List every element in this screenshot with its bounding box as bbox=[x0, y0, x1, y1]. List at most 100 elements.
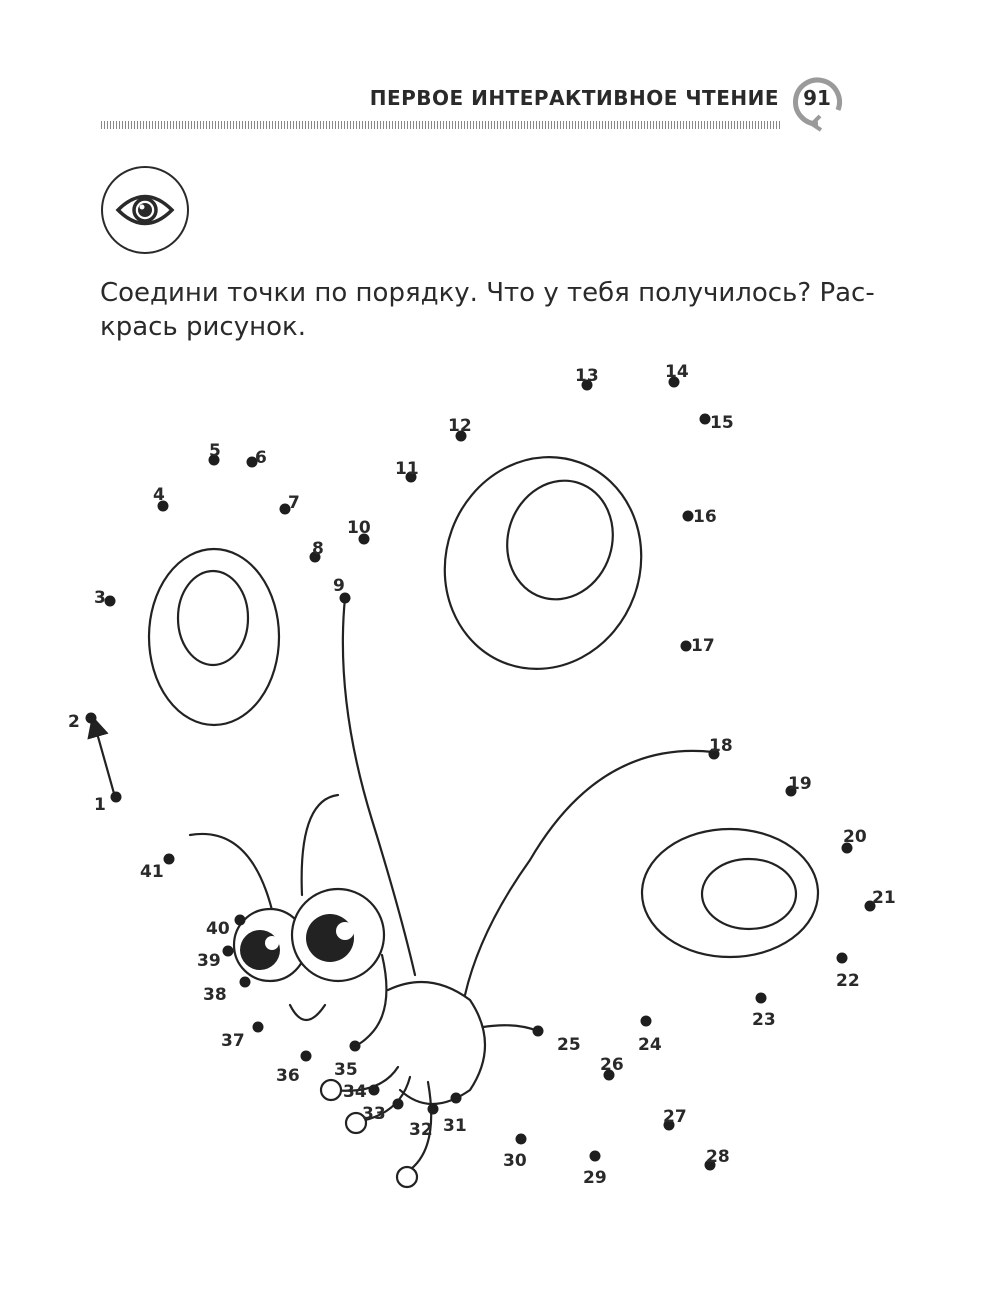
butterfly-body bbox=[386, 980, 486, 1106]
puzzle-dot-label-8: 8 bbox=[312, 539, 324, 559]
puzzle-dot-label-1: 1 bbox=[94, 795, 106, 815]
puzzle-dot-12 bbox=[455, 430, 467, 442]
page-number: 91 bbox=[803, 86, 831, 110]
puzzle-dot-39 bbox=[222, 945, 234, 957]
puzzle-dot-25 bbox=[532, 1025, 544, 1037]
puzzle-dot-label-36: 36 bbox=[276, 1066, 300, 1086]
page-number-refresh-icon bbox=[793, 77, 842, 132]
puzzle-dot-label-5: 5 bbox=[209, 441, 221, 461]
running-head-title: ПЕРВОЕ ИНТЕРАКТИВНОЕ ЧТЕНИЕ bbox=[369, 86, 779, 110]
puzzle-dot-label-14: 14 bbox=[665, 362, 689, 382]
puzzle-dot-3 bbox=[104, 595, 116, 607]
puzzle-dot-label-7: 7 bbox=[288, 493, 300, 513]
lower-wing-spot-inner bbox=[700, 857, 798, 931]
puzzle-dot-31 bbox=[450, 1092, 462, 1104]
puzzle-dot-22 bbox=[836, 952, 848, 964]
upper-wing-spot-outer bbox=[443, 456, 643, 670]
instruction-line-1: Соедини точки по порядку. Что у тебя пол… bbox=[100, 278, 875, 308]
puzzle-dot-28 bbox=[704, 1159, 716, 1171]
puzzle-dot-label-2: 2 bbox=[68, 712, 80, 732]
puzzle-dot-label-24: 24 bbox=[638, 1035, 662, 1055]
puzzle-dot-29 bbox=[589, 1150, 601, 1162]
puzzle-dot-30 bbox=[515, 1133, 527, 1145]
right-pupil-highlight bbox=[336, 922, 354, 940]
puzzle-dot-24 bbox=[640, 1015, 652, 1027]
puzzle-dot-label-16: 16 bbox=[693, 507, 717, 527]
leg-2-foot bbox=[344, 1111, 368, 1135]
puzzle-dot-19 bbox=[785, 785, 797, 797]
puzzle-dot-32 bbox=[427, 1103, 439, 1115]
puzzle-dot-label-29: 29 bbox=[583, 1168, 607, 1188]
antenna-left bbox=[188, 832, 274, 912]
puzzle-dot-7 bbox=[279, 503, 291, 515]
puzzle-dot-27 bbox=[663, 1119, 675, 1131]
puzzle-dot-label-38: 38 bbox=[203, 985, 227, 1005]
puzzle-dot-label-11: 11 bbox=[395, 459, 419, 479]
puzzle-dot-37 bbox=[252, 1021, 264, 1033]
puzzle-dot-6 bbox=[246, 456, 258, 468]
puzzle-dot-label-20: 20 bbox=[843, 827, 867, 847]
puzzle-dot-33 bbox=[392, 1098, 404, 1110]
puzzle-dot-label-19: 19 bbox=[788, 774, 812, 794]
puzzle-dot-label-28: 28 bbox=[706, 1147, 730, 1167]
puzzle-dot-label-17: 17 bbox=[691, 636, 715, 656]
puzzle-dot-label-37: 37 bbox=[221, 1031, 245, 1051]
puzzle-dot-label-21: 21 bbox=[872, 888, 896, 908]
antenna-right bbox=[300, 793, 340, 897]
puzzle-dot-16 bbox=[682, 510, 694, 522]
puzzle-dot-4 bbox=[157, 500, 169, 512]
puzzle-dot-label-3: 3 bbox=[94, 588, 106, 608]
puzzle-dot-label-27: 27 bbox=[663, 1107, 687, 1127]
puzzle-dot-label-32: 32 bbox=[409, 1120, 433, 1140]
puzzle-dot-label-12: 12 bbox=[448, 416, 472, 436]
puzzle-dot-label-25: 25 bbox=[557, 1035, 581, 1055]
lower-wing-spot-outer bbox=[640, 827, 820, 959]
puzzle-dot-label-30: 30 bbox=[503, 1151, 527, 1171]
leg-1-foot bbox=[319, 1078, 343, 1102]
puzzle-dot-label-23: 23 bbox=[752, 1010, 776, 1030]
leg-3-foot bbox=[395, 1165, 419, 1189]
upper-wing-spot-inner bbox=[506, 479, 614, 601]
puzzle-dot-label-13: 13 bbox=[575, 366, 599, 386]
puzzle-dot-17 bbox=[680, 640, 692, 652]
puzzle-dot-40 bbox=[234, 914, 246, 926]
puzzle-dot-label-41: 41 bbox=[140, 862, 164, 882]
puzzle-dot-label-9: 9 bbox=[333, 576, 345, 596]
instruction-line-2: крась рисунок. bbox=[100, 312, 306, 342]
puzzle-dot-14 bbox=[668, 376, 680, 388]
puzzle-dot-10 bbox=[358, 533, 370, 545]
puzzle-dot-41 bbox=[163, 853, 175, 865]
puzzle-dot-label-22: 22 bbox=[836, 971, 860, 991]
puzzle-dot-1 bbox=[110, 791, 122, 803]
lower-wing-vein bbox=[463, 749, 715, 997]
eye-icon bbox=[101, 166, 189, 254]
puzzle-dot-15 bbox=[699, 413, 711, 425]
puzzle-dot-label-4: 4 bbox=[153, 485, 165, 505]
puzzle-dot-label-6: 6 bbox=[255, 448, 267, 468]
leg-3 bbox=[405, 1080, 433, 1174]
puzzle-dot-9 bbox=[339, 592, 351, 604]
puzzle-dot-38 bbox=[239, 976, 251, 988]
puzzle-dot-5 bbox=[208, 454, 220, 466]
puzzle-dot-18 bbox=[708, 748, 720, 760]
leg-right bbox=[481, 1024, 540, 1033]
task-instruction: Соедини точки по порядку. Что у тебя пол… bbox=[100, 276, 875, 344]
left-wing-spot-inner bbox=[176, 569, 250, 667]
puzzle-dot-label-15: 15 bbox=[710, 413, 734, 433]
puzzle-dot-label-10: 10 bbox=[347, 518, 371, 538]
left-pupil-highlight bbox=[265, 936, 279, 950]
puzzle-dot-8 bbox=[309, 551, 321, 563]
header-divider bbox=[101, 121, 781, 129]
puzzle-dot-20 bbox=[841, 842, 853, 854]
puzzle-dot-label-26: 26 bbox=[600, 1055, 624, 1075]
start-arrow bbox=[87, 715, 117, 799]
puzzle-dot-label-35: 35 bbox=[334, 1060, 358, 1080]
puzzle-dot-label-39: 39 bbox=[197, 951, 221, 971]
puzzle-dot-26 bbox=[603, 1069, 615, 1081]
puzzle-dot-2 bbox=[85, 712, 97, 724]
puzzle-dot-label-40: 40 bbox=[206, 919, 230, 939]
puzzle-dot-23 bbox=[755, 992, 767, 1004]
left-pupil bbox=[240, 930, 280, 970]
smile bbox=[288, 1003, 327, 1022]
